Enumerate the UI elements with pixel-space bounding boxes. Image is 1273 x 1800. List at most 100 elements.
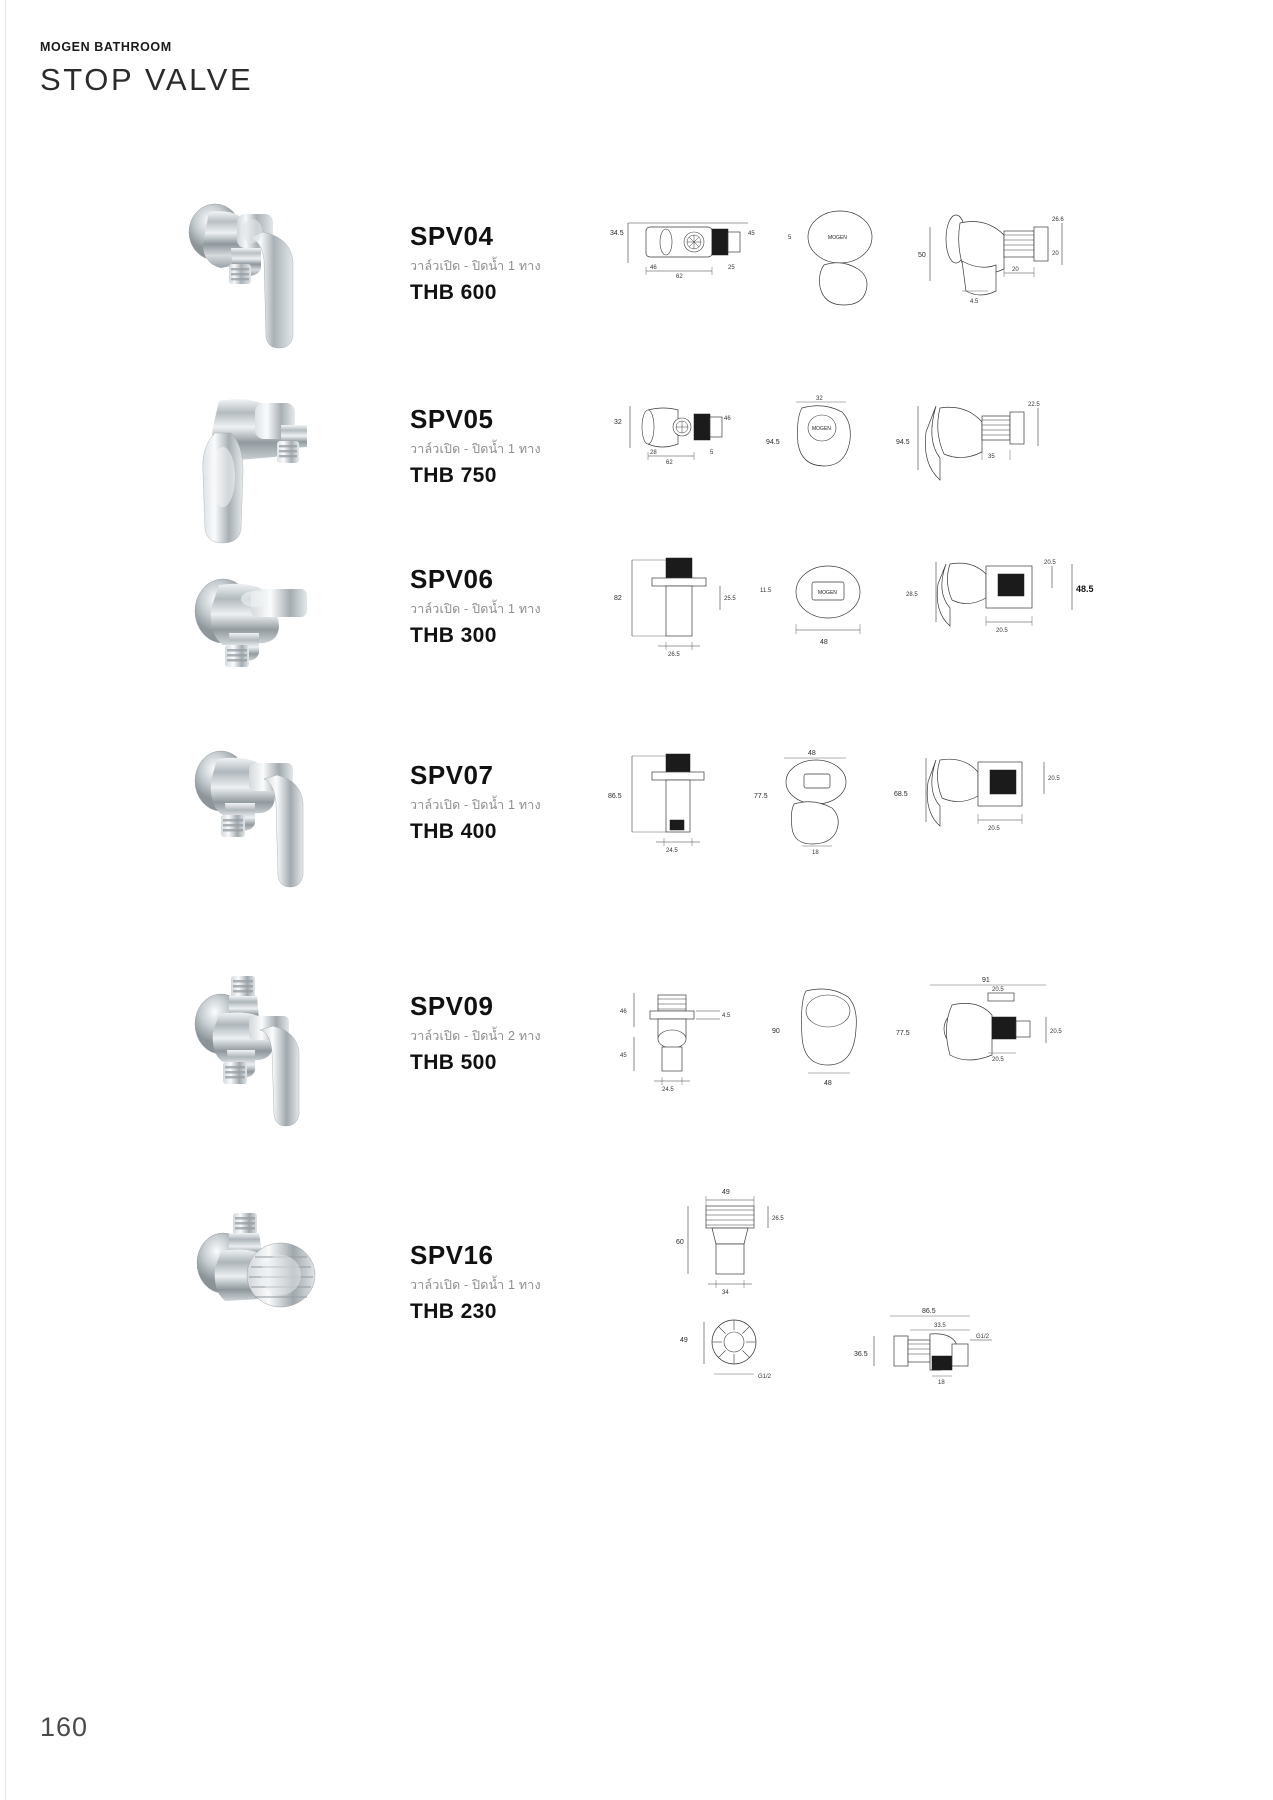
dim-label: 18 bbox=[812, 850, 819, 856]
dim-label: 46 bbox=[650, 265, 657, 271]
dim-label: 34 bbox=[722, 1290, 729, 1296]
dim-label: 4.5 bbox=[722, 1013, 731, 1019]
dim-label: 48 bbox=[820, 639, 828, 646]
product-price: THB 750 bbox=[410, 464, 497, 488]
product-photo-spv04 bbox=[150, 195, 400, 375]
product-info-spv09: SPV09 วาล์วเปิด - ปิดน้ำ 2 ทาง THB 500 bbox=[410, 991, 610, 1075]
dim-label: 26.5 bbox=[772, 1216, 784, 1222]
product-description: วาล์วเปิด - ปิดน้ำ 2 ทาง bbox=[410, 1029, 541, 1044]
dim-label: 49 bbox=[680, 1337, 688, 1344]
technical-drawing-spv05: 32 28 62 5 46 bbox=[600, 386, 1240, 516]
dim-label: 62 bbox=[666, 460, 673, 466]
dim-label: G1/2 bbox=[758, 1374, 772, 1380]
product-model: SPV06 bbox=[410, 564, 494, 594]
dim-label: 50 bbox=[918, 252, 926, 259]
dim-label: 26.6 bbox=[1052, 217, 1064, 223]
product-description: วาล์วเปิด - ปิดน้ำ 1 ทาง bbox=[410, 602, 541, 617]
product-image-spv06 bbox=[194, 578, 307, 667]
product-row: SPV07 วาล์วเปิด - ปิดน้ำ 1 ทาง THB 400 8… bbox=[40, 730, 1240, 910]
dim-label: 45 bbox=[620, 1053, 627, 1059]
product-model: SPV05 bbox=[410, 404, 494, 434]
dim-label: 82 bbox=[614, 595, 622, 602]
dim-label: 20 bbox=[1012, 267, 1019, 273]
product-description: วาล์วเปิด - ปิดน้ำ 1 ทาง bbox=[410, 442, 541, 457]
dim-label: 49 bbox=[722, 1189, 730, 1196]
product-price: THB 400 bbox=[410, 820, 497, 844]
dim-label: 77.5 bbox=[754, 793, 768, 800]
dim-label: 25.5 bbox=[724, 596, 736, 602]
dim-label: 46 bbox=[724, 416, 731, 422]
dim-label: 94.5 bbox=[896, 439, 910, 446]
dim-label: 94.5 bbox=[766, 439, 780, 446]
dim-label: 86.5 bbox=[608, 793, 622, 800]
technical-drawing-spv07: 86.5 24.5 48 77.5 18 bbox=[600, 740, 1240, 860]
product-photo-spv16 bbox=[150, 1180, 400, 1380]
product-info-spv05: SPV05 วาล์วเปิด - ปิดน้ำ 1 ทาง THB 750 bbox=[410, 404, 610, 488]
dim-label: 68.5 bbox=[894, 791, 908, 798]
product-price: THB 230 bbox=[410, 1300, 497, 1324]
dim-label: 28 bbox=[650, 450, 657, 456]
dim-label: 22.5 bbox=[1028, 402, 1040, 408]
dim-label: 25 bbox=[728, 265, 735, 271]
dim-label: 33.5 bbox=[934, 1323, 946, 1329]
product-image-spv16 bbox=[196, 1213, 316, 1308]
dim-label: 28.5 bbox=[906, 592, 918, 598]
product-description: วาล์วเปิด - ปิดน้ำ 1 ทาง bbox=[410, 259, 541, 274]
dim-label: 34.5 bbox=[610, 230, 624, 237]
product-info-spv04: SPV04 วาล์วเปิด - ปิดน้ำ 1 ทาง THB 600 bbox=[410, 221, 610, 305]
product-model: SPV09 bbox=[410, 991, 494, 1021]
brand-mark: MOGEN bbox=[818, 590, 837, 596]
product-description: วาล์วเปิด - ปิดน้ำ 1 ทาง bbox=[410, 1278, 541, 1293]
product-description: วาล์วเปิด - ปิดน้ำ 1 ทาง bbox=[410, 798, 541, 813]
brand-mark: MOGEN bbox=[812, 426, 831, 432]
technical-drawing-spv06: 82 25.5 26.5 11.5 MOGEN bbox=[600, 544, 1240, 664]
product-model: SPV16 bbox=[410, 1240, 494, 1270]
dim-label: 90 bbox=[772, 1028, 780, 1035]
product-image-spv07 bbox=[194, 750, 304, 887]
dim-label: 20.5 bbox=[992, 1057, 1004, 1063]
product-model: SPV07 bbox=[410, 760, 494, 790]
dim-label: 32 bbox=[614, 419, 622, 426]
dim-label: 62 bbox=[676, 274, 683, 280]
dim-label: 48 bbox=[824, 1080, 832, 1087]
product-price: THB 300 bbox=[410, 624, 497, 648]
technical-drawing-spv04: 34.5 46 62 25 45 bbox=[600, 203, 1240, 333]
product-price: THB 600 bbox=[410, 281, 497, 305]
product-price: THB 500 bbox=[410, 1051, 497, 1075]
product-image-spv05 bbox=[202, 398, 307, 543]
dim-label: 77.5 bbox=[896, 1030, 910, 1037]
product-row: SPV04 วาล์วเปิด - ปิดน้ำ 1 ทาง THB 600 3… bbox=[40, 195, 1240, 375]
dim-label: 46 bbox=[620, 1009, 627, 1015]
dim-label: 48 bbox=[808, 750, 816, 757]
product-photo-spv05 bbox=[150, 378, 400, 558]
product-photo-spv07 bbox=[150, 730, 400, 910]
dim-label: 20.5 bbox=[988, 826, 1000, 832]
dim-label: 20.5 bbox=[992, 987, 1004, 993]
product-model: SPV04 bbox=[410, 221, 494, 251]
dim-label: 20.5 bbox=[1044, 560, 1056, 566]
dim-label: 91 bbox=[982, 977, 990, 984]
product-row: SPV06 วาล์วเปิด - ปิดน้ำ 1 ทาง THB 300 8… bbox=[40, 538, 1240, 713]
page-number: 160 bbox=[40, 1712, 89, 1742]
product-info-spv16: SPV16 วาล์วเปิด - ปิดน้ำ 1 ทาง THB 230 bbox=[410, 1240, 610, 1324]
page-edge-rule bbox=[0, 0, 6, 1800]
dim-label: 5 bbox=[710, 450, 714, 456]
brand-mark: MOGEN bbox=[828, 235, 847, 241]
product-row: SPV05 วาล์วเปิด - ปิดน้ำ 1 ทาง THB 750 3… bbox=[40, 378, 1240, 558]
technical-drawing-spv16: 49 26.5 60 34 bbox=[600, 1168, 1240, 1408]
dim-label: 45 bbox=[748, 231, 755, 237]
product-photo-spv09 bbox=[150, 955, 400, 1140]
product-info-spv07: SPV07 วาล์วเปิด - ปิดน้ำ 1 ทาง THB 400 bbox=[410, 760, 610, 844]
product-info-spv06: SPV06 วาล์วเปิด - ปิดน้ำ 1 ทาง THB 300 bbox=[410, 564, 610, 648]
dim-label: G1/2 bbox=[976, 1334, 990, 1340]
product-image-spv04 bbox=[188, 203, 294, 348]
dim-label: 20 bbox=[1052, 251, 1059, 257]
dim-label: 20.5 bbox=[1050, 1029, 1062, 1035]
dim-label: 20.5 bbox=[996, 628, 1008, 634]
dim-label: 32 bbox=[816, 396, 823, 402]
page-title: STOP VALVE bbox=[40, 62, 254, 97]
dim-label: 36.5 bbox=[854, 1351, 868, 1358]
dim-label: 4.5 bbox=[970, 299, 979, 305]
dim-label: 26.5 bbox=[668, 652, 680, 658]
